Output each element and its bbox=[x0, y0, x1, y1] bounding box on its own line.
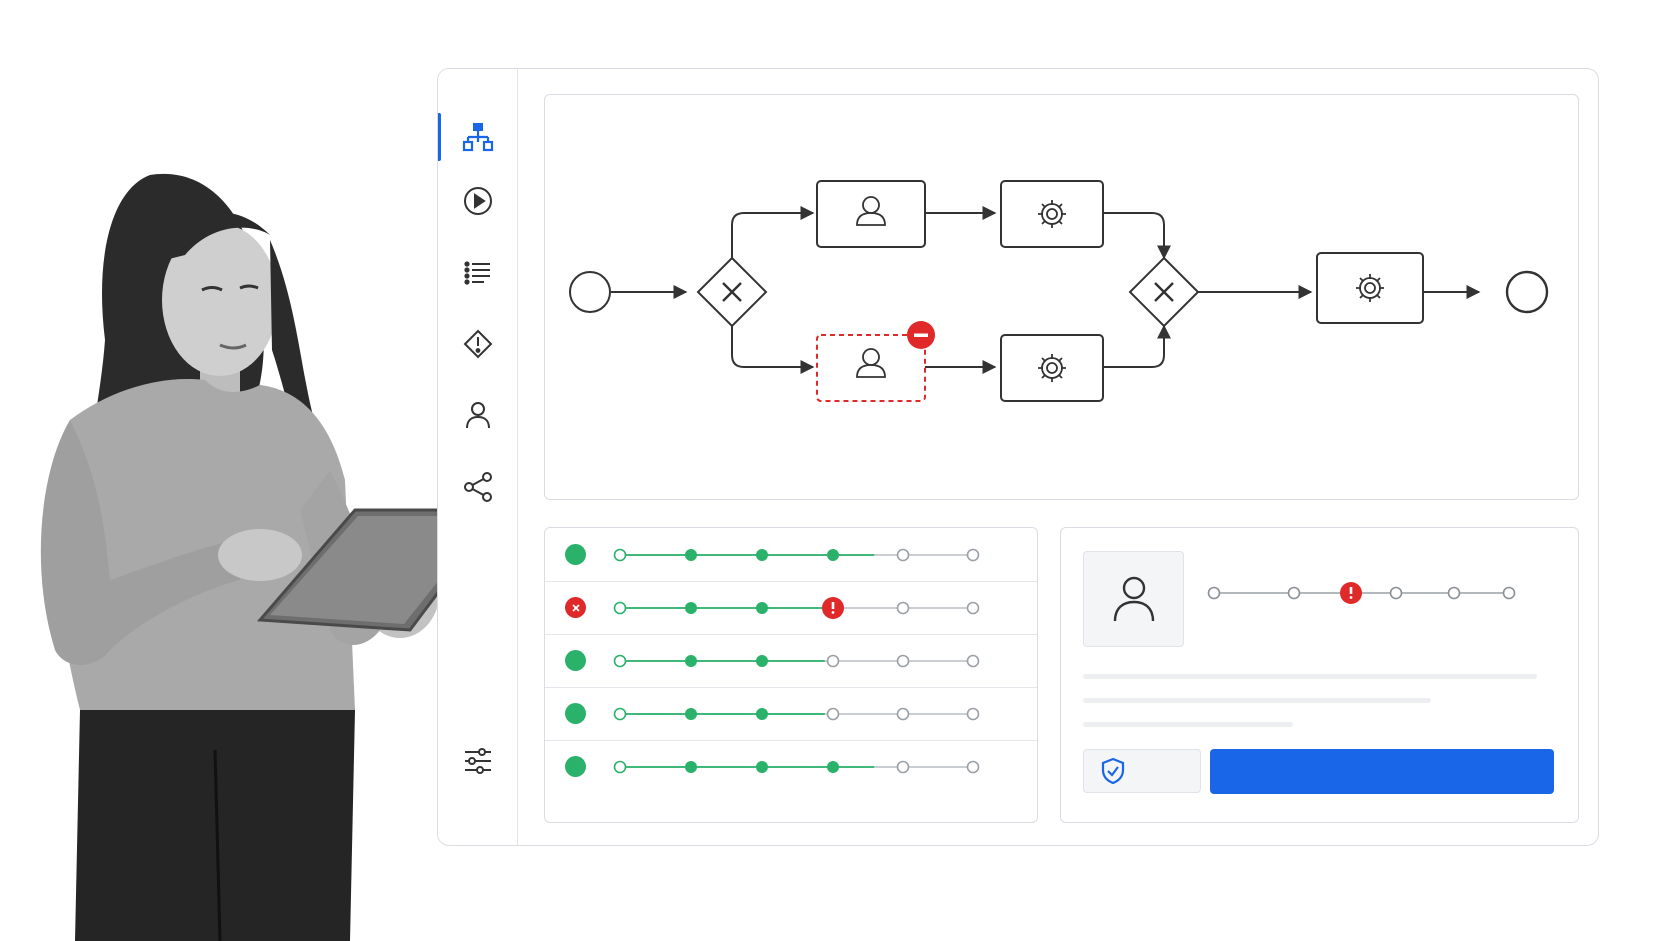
placeholder-line bbox=[1083, 722, 1293, 727]
step-start bbox=[613, 548, 627, 562]
sidebar bbox=[438, 69, 518, 845]
progress-track bbox=[613, 707, 980, 721]
service-task[interactable] bbox=[1000, 334, 1104, 402]
sidebar-item-users[interactable] bbox=[438, 387, 517, 443]
service-task[interactable] bbox=[1000, 180, 1104, 248]
sidebar-item-run[interactable] bbox=[438, 173, 517, 229]
sidebar-item-incidents[interactable] bbox=[438, 316, 517, 372]
user-icon bbox=[856, 196, 886, 226]
avatar bbox=[1083, 551, 1184, 647]
step-pending bbox=[896, 707, 910, 721]
instance-row[interactable] bbox=[545, 581, 1037, 635]
step-done bbox=[685, 761, 697, 773]
gear-icon bbox=[1038, 354, 1066, 382]
step-pending bbox=[826, 707, 840, 721]
step-done bbox=[756, 761, 768, 773]
step-done bbox=[685, 549, 697, 561]
instance-row[interactable] bbox=[545, 740, 1037, 793]
timeline-step bbox=[1207, 586, 1221, 600]
step-start bbox=[613, 707, 627, 721]
sidebar-item-list[interactable] bbox=[438, 245, 517, 301]
user-task[interactable] bbox=[816, 180, 926, 248]
primary-action-button[interactable] bbox=[1210, 749, 1554, 794]
step-done bbox=[756, 602, 768, 614]
sidebar-item-settings[interactable] bbox=[438, 733, 517, 789]
process-diagram-icon bbox=[462, 123, 493, 152]
progress-track bbox=[613, 654, 980, 668]
gear-icon bbox=[1356, 274, 1384, 302]
progress-track bbox=[613, 548, 980, 562]
step-error-icon bbox=[822, 597, 844, 619]
settings-sliders-icon bbox=[464, 748, 491, 774]
list-icon bbox=[463, 261, 490, 285]
step-done bbox=[685, 708, 697, 720]
sequence-flow bbox=[1098, 212, 1171, 260]
play-icon bbox=[463, 187, 492, 215]
placeholder-line bbox=[1083, 698, 1431, 703]
sidebar-item-processes[interactable] bbox=[438, 109, 517, 165]
user-icon bbox=[1113, 576, 1154, 622]
step-pending bbox=[826, 654, 840, 668]
service-task[interactable] bbox=[1316, 252, 1424, 324]
sequence-flow bbox=[1098, 324, 1171, 368]
user-icon bbox=[856, 348, 886, 378]
instance-detail-panel bbox=[1060, 527, 1579, 823]
timeline-step bbox=[1287, 586, 1301, 600]
timeline-error-icon bbox=[1340, 582, 1362, 604]
step-done bbox=[827, 549, 839, 561]
timeline-step bbox=[1502, 586, 1516, 600]
timeline-step bbox=[1389, 586, 1403, 600]
step-done bbox=[756, 655, 768, 667]
incident-warning-icon bbox=[463, 329, 492, 359]
step-pending bbox=[896, 760, 910, 774]
progress-track bbox=[613, 597, 980, 619]
step-pending bbox=[966, 707, 980, 721]
status-ok-icon bbox=[565, 756, 586, 777]
user-icon bbox=[465, 402, 490, 429]
sequence-flow bbox=[731, 326, 815, 374]
gear-icon bbox=[1038, 200, 1066, 228]
status-ok-icon bbox=[565, 703, 586, 724]
share-icon bbox=[463, 472, 492, 502]
step-pending bbox=[896, 601, 910, 615]
placeholder-line bbox=[1083, 674, 1537, 679]
status-ok-icon bbox=[565, 650, 586, 671]
person-holding-tablet bbox=[40, 173, 503, 941]
end-event[interactable] bbox=[1505, 270, 1549, 314]
step-pending bbox=[966, 760, 980, 774]
status-ok-icon bbox=[565, 544, 586, 565]
exclusive-gateway[interactable] bbox=[1128, 256, 1200, 328]
shield-check-icon bbox=[1101, 757, 1125, 785]
step-done bbox=[685, 602, 697, 614]
instance-row[interactable] bbox=[545, 687, 1037, 741]
step-start bbox=[613, 760, 627, 774]
step-done bbox=[685, 655, 697, 667]
sidebar-item-connections[interactable] bbox=[438, 459, 517, 515]
step-done bbox=[756, 549, 768, 561]
step-pending bbox=[896, 548, 910, 562]
step-start bbox=[613, 654, 627, 668]
start-event[interactable] bbox=[569, 271, 611, 313]
process-app-window bbox=[437, 68, 1599, 846]
instances-list bbox=[544, 527, 1038, 823]
instance-row[interactable] bbox=[545, 634, 1037, 688]
instance-row[interactable] bbox=[545, 528, 1037, 582]
detail-timeline bbox=[1207, 582, 1516, 604]
step-start bbox=[613, 601, 627, 615]
step-pending bbox=[966, 601, 980, 615]
step-pending bbox=[896, 654, 910, 668]
step-pending bbox=[966, 654, 980, 668]
status-error-icon bbox=[565, 597, 586, 618]
process-diagram-canvas[interactable] bbox=[544, 94, 1579, 500]
secure-button[interactable] bbox=[1083, 749, 1201, 793]
timeline-step bbox=[1447, 586, 1461, 600]
step-done bbox=[756, 708, 768, 720]
user-task-error[interactable] bbox=[816, 321, 935, 402]
step-done bbox=[827, 761, 839, 773]
step-pending bbox=[966, 548, 980, 562]
error-badge-icon bbox=[907, 321, 935, 349]
exclusive-gateway[interactable] bbox=[696, 256, 768, 328]
progress-track bbox=[613, 760, 980, 774]
sequence-flow bbox=[731, 206, 815, 258]
